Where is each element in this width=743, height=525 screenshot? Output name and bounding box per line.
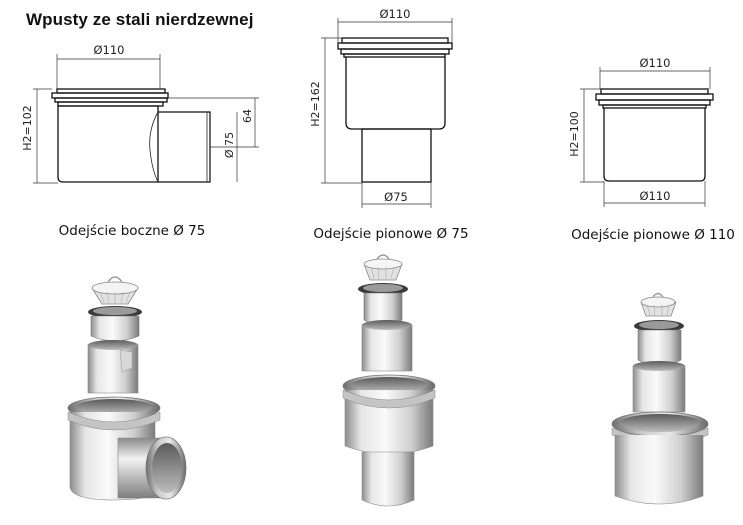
body-outline: [603, 108, 706, 182]
flange-ring: [343, 53, 446, 58]
flange-ring: [51, 92, 169, 99]
body-outline: [345, 57, 446, 130]
middle-tube: [361, 324, 413, 372]
drawing-side-outlet: Ø110 H2=102 Ø 75 64: [21, 43, 259, 184]
caption-side-outlet: Odejście boczne Ø 75: [59, 223, 206, 239]
drawing-vertical-110: Ø110 H2=100 Ø110: [568, 56, 714, 207]
dim-bottom-diameter: Ø110: [639, 189, 670, 203]
dim-height: H2=102: [21, 105, 34, 150]
product-image-vertical-75: [342, 254, 436, 507]
odour-trap-cup: [637, 329, 682, 367]
page-title: Wpusty ze stali nierdzewnej: [26, 10, 254, 29]
flange-ring: [341, 37, 449, 44]
dim-height: H2=100: [568, 111, 581, 156]
flange-ring: [337, 42, 453, 50]
outlet-pipe: [361, 451, 415, 507]
dim-top-diameter: Ø110: [639, 56, 670, 70]
flange-ring: [600, 88, 709, 95]
outlet-curve: [149, 111, 159, 183]
product-image-side-outlet: [67, 276, 187, 501]
dim-outlet-diameter: Ø 75: [223, 132, 236, 158]
caption-vertical-110: Odejście pionowe Ø 110: [571, 227, 735, 243]
body: [614, 435, 704, 505]
dim-height: H2=162: [309, 81, 322, 126]
drawing-vertical-75: Ø110 H2=162 Ø75: [309, 7, 453, 208]
product-image-vertical-110: [611, 292, 709, 505]
middle-tube: [632, 365, 686, 413]
caption-vertical-75: Odejście pionowe Ø 75: [313, 226, 468, 242]
odour-trap-cup: [90, 315, 140, 342]
flange-ring: [595, 93, 714, 101]
dim-outlet-height: 64: [241, 109, 254, 123]
body-outline: [57, 105, 159, 183]
flange-ring: [602, 104, 707, 109]
dim-bottom-diameter: Ø75: [384, 190, 408, 204]
dim-top-diameter: Ø110: [379, 7, 410, 21]
flange-ring: [598, 99, 711, 106]
dim-top-diameter: Ø110: [93, 43, 124, 57]
side-outlet-outline: [158, 111, 211, 183]
outlet-pipe: [361, 128, 432, 183]
flange-ring: [340, 48, 450, 55]
